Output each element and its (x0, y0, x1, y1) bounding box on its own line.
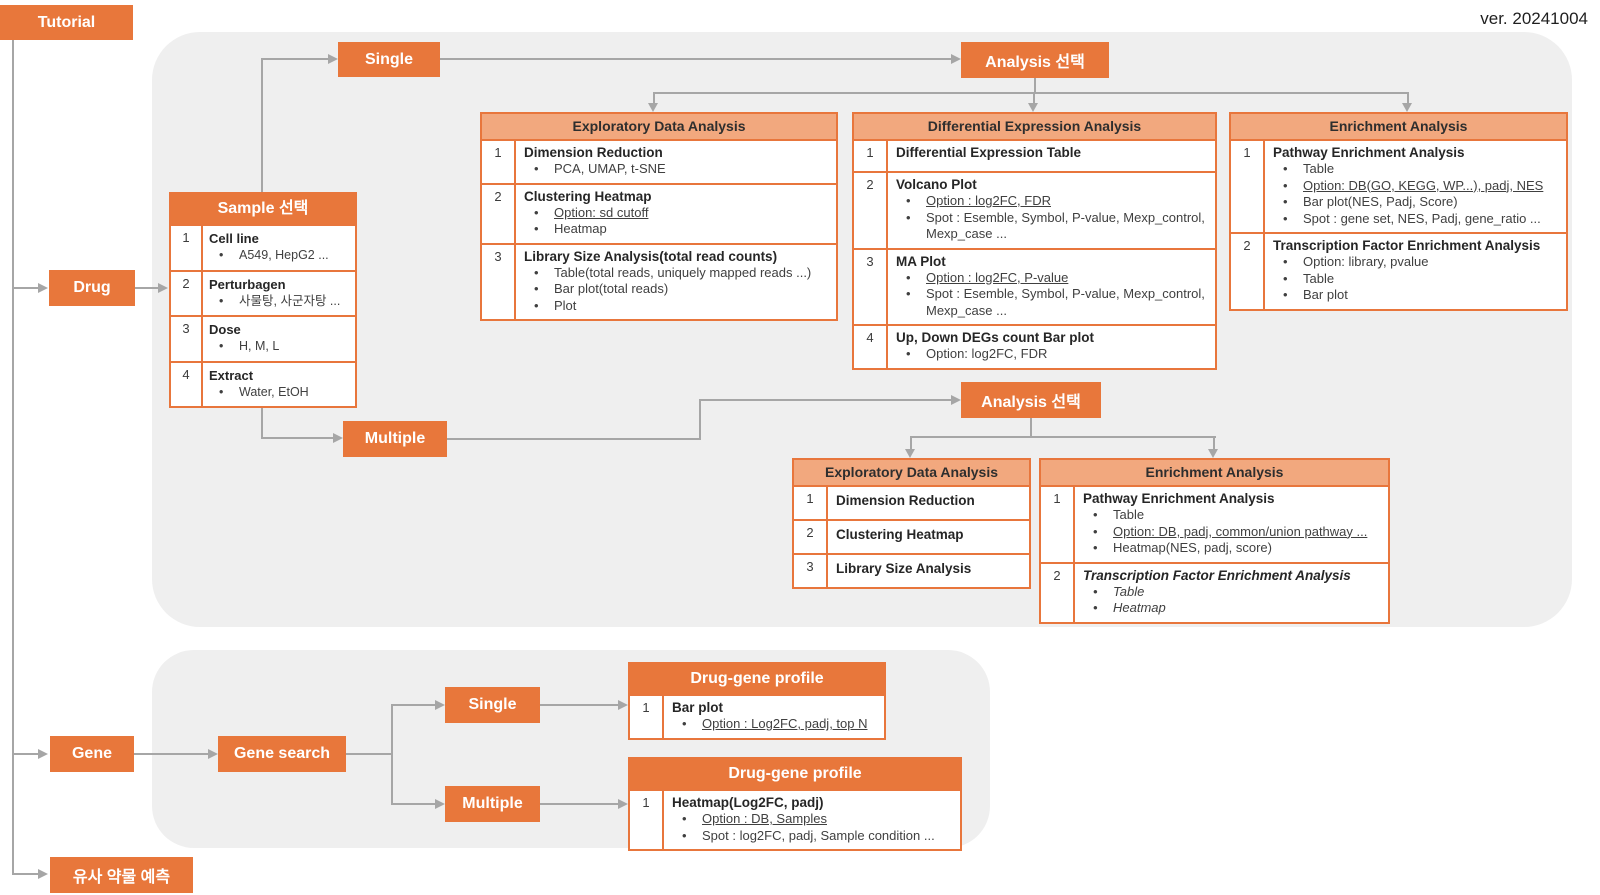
arrow-into-analysis-select-single (951, 54, 961, 64)
connector-drop-ea1 (1407, 92, 1409, 104)
drug-gene-profile-table-single: Drug-gene profile 1 Bar plot Option : Lo… (628, 662, 886, 740)
single-drug-node: Single (338, 42, 440, 77)
arrow-into-dea (1028, 103, 1038, 112)
sample-select-table: Sample 선택 1 Cell line A549, HepG2 ... 2 … (169, 192, 357, 408)
enrichment-analysis-table-single: Enrichment Analysis 1 Pathway Enrichment… (1229, 112, 1568, 311)
similar-drug-prediction-node: 유사 약물 예측 (50, 857, 193, 893)
gene-search-node: Gene search (218, 736, 346, 772)
analysis-select-single-node: Analysis 선택 (961, 42, 1109, 78)
arrow-into-eda2 (905, 449, 915, 458)
table-row: 1 Differential Expression Table (854, 139, 1215, 171)
table-row: 1 Pathway Enrichment Analysis Table Opti… (1231, 139, 1566, 232)
table-header: Exploratory Data Analysis (794, 460, 1029, 485)
arrow-into-single-profile (618, 700, 628, 710)
table-header: Drug-gene profile (630, 759, 960, 789)
table-row: 2 Clustering Heatmap (794, 519, 1029, 553)
table-row: 1 Pathway Enrichment Analysis Table Opti… (1041, 485, 1388, 562)
connector-to-gene (12, 753, 39, 755)
table-row: 2 Perturbagen 사물탕, 사군자탕 ... (171, 269, 355, 315)
connector-branch-to-multiple-gene (391, 803, 436, 805)
connector-drop-eda1 (653, 92, 655, 104)
connector-analysis2-distribution (910, 436, 1216, 438)
connector-multiple-gene-to-profile (540, 803, 619, 805)
arrow-into-single-drug (328, 54, 338, 64)
connector-branch-to-single-gene (391, 704, 436, 706)
single-gene-node: Single (445, 687, 540, 723)
table-row: 4 Extract Water, EtOH (171, 360, 355, 406)
table-row: 4 Up, Down DEGs count Bar plot Option: l… (854, 324, 1215, 368)
arrow-into-ea2 (1208, 449, 1218, 458)
table-row: 3 Library Size Analysis (794, 553, 1029, 587)
connector-drop-dea (1033, 92, 1035, 104)
drug-node: Drug (49, 270, 135, 306)
arrow-into-multiple-gene (435, 799, 445, 809)
table-row: 1 Dimension Reduction (794, 485, 1029, 519)
table-row: 3 MA Plot Option : log2FC, P-value Spot … (854, 247, 1215, 324)
connector-analysis2-stub (1030, 418, 1032, 438)
arrow-into-multiple-drug (333, 433, 343, 443)
arrow-into-ea1 (1402, 103, 1412, 112)
connector-to-drug (12, 287, 39, 289)
connector-sample-to-multiple-v (261, 386, 263, 439)
differential-expression-analysis-table: Differential Expression Analysis 1 Diffe… (852, 112, 1217, 370)
table-header: Exploratory Data Analysis (482, 114, 836, 139)
connector-gene-to-search (134, 753, 209, 755)
arrow-into-eda1 (648, 103, 658, 112)
multiple-drug-node: Multiple (343, 421, 447, 457)
exploratory-data-analysis-table-single: Exploratory Data Analysis 1 Dimension Re… (480, 112, 838, 321)
table-row: 2 Transcription Factor Enrichment Analys… (1041, 561, 1388, 622)
arrow-into-analysis-select-multiple (951, 395, 961, 405)
table-row: 1 Dimension Reduction PCA, UMAP, t-SNE (482, 139, 836, 183)
connector-to-similar-drug (12, 873, 39, 875)
exploratory-data-analysis-table-multiple: Exploratory Data Analysis 1 Dimension Re… (792, 458, 1031, 589)
table-header: Drug-gene profile (630, 664, 884, 694)
table-header: Differential Expression Analysis (854, 114, 1215, 139)
connector-drop-ea2 (1213, 436, 1215, 450)
arrow-into-multiple-profile (618, 799, 628, 809)
table-row: 1 Bar plot Option : Log2FC, padj, top N (630, 694, 884, 738)
table-row: 3 Library Size Analysis(total read count… (482, 242, 836, 319)
table-row: 1 Cell line A549, HepG2 ... (171, 224, 355, 270)
connector-multiple-to-analysis-h1 (447, 438, 701, 440)
connector-sample-to-single (261, 58, 263, 192)
drug-gene-profile-table-multiple: Drug-gene profile 1 Heatmap(Log2FC, padj… (628, 757, 962, 851)
connector-sample-to-multiple-h (261, 437, 334, 439)
arrow-into-gene (38, 749, 48, 759)
table-row: 2 Transcription Factor Enrichment Analys… (1231, 232, 1566, 309)
gene-node: Gene (50, 736, 134, 772)
connector-left-spine (12, 40, 14, 874)
table-row: 2 Clustering Heatmap Option: sd cutoff H… (482, 182, 836, 243)
connector-multiple-to-analysis-v (699, 399, 701, 440)
multiple-gene-node: Multiple (445, 786, 540, 822)
connector-single-gene-to-profile (540, 704, 619, 706)
enrichment-analysis-table-multiple: Enrichment Analysis 1 Pathway Enrichment… (1039, 458, 1390, 624)
arrow-into-drug (38, 283, 48, 293)
connector-sample-to-single-h (261, 58, 329, 60)
connector-analysis1-stub (1034, 78, 1036, 94)
table-row: 2 Volcano Plot Option : log2FC, FDR Spot… (854, 171, 1215, 248)
table-header: Enrichment Analysis (1041, 460, 1388, 485)
version-label: ver. 20241004 (1480, 9, 1588, 28)
table-row: 3 Dose H, M, L (171, 315, 355, 361)
arrow-into-sample-table (158, 283, 168, 293)
connector-drop-eda2 (910, 436, 912, 450)
arrow-into-gene-search (208, 749, 218, 759)
connector-multiple-to-analysis-h2 (699, 399, 952, 401)
connector-search-to-branch (346, 753, 393, 755)
tutorial-node: Tutorial (0, 5, 133, 40)
arrow-into-single-gene (435, 700, 445, 710)
table-row: 1 Heatmap(Log2FC, padj) Option : DB, Sam… (630, 789, 960, 849)
table-header: Enrichment Analysis (1231, 114, 1566, 139)
connector-gene-branch-v (391, 704, 393, 805)
analysis-select-multiple-node: Analysis 선택 (961, 382, 1101, 418)
table-header: Sample 선택 (171, 194, 355, 224)
arrow-into-similar-drug (38, 869, 48, 879)
connector-drug-to-sample (135, 287, 159, 289)
connector-single-to-analysis (440, 58, 952, 60)
connector-analysis1-distribution (653, 92, 1409, 94)
